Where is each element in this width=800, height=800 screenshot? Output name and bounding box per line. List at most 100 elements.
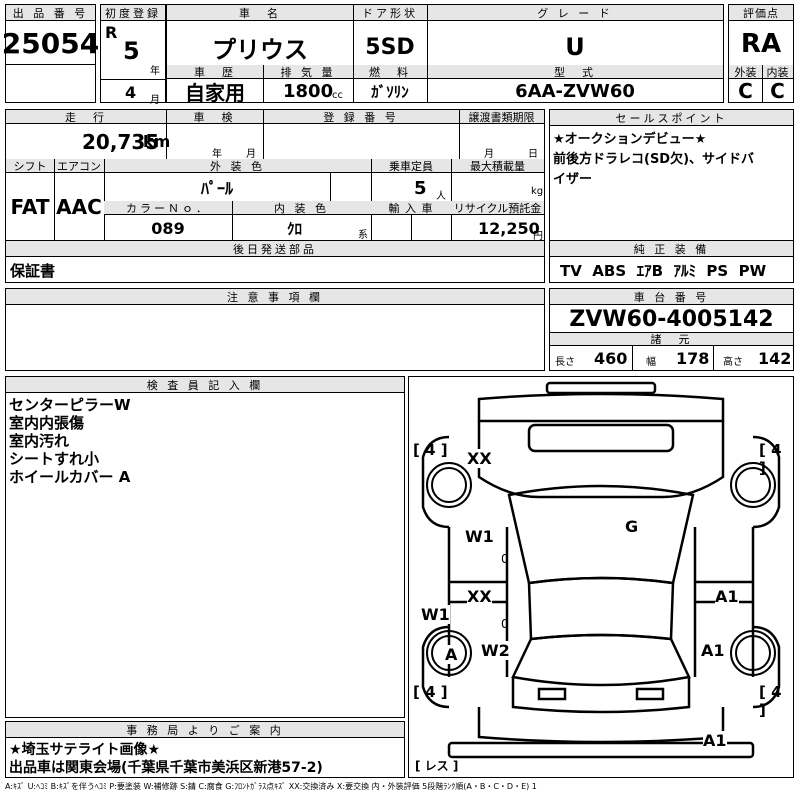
office-line: 出品車は関東会場(千葉県千葉市美浜区新港57-2) [9,760,323,776]
mark-w2: W2 [481,641,510,660]
int-label: 内装 [762,65,793,79]
ext-grade: C [738,79,753,103]
ac: AAC [56,194,102,219]
height: 142 [758,349,792,368]
equipment-box: 純 正 装 備 TV ABS ｴｱB ｱﾙﾐ PS PW [549,240,794,283]
capacity-unit: 人 [436,191,446,202]
import-label: 輸 入 車 [371,201,451,215]
inspector-box: 検 査 員 記 入 欄 センターピラーW 室内内張傷 室内汚れ シートすれ小 ホ… [5,376,405,718]
chassis-box: 車 台 番 号 ZVW60-4005142 諸 元 長さ 460 幅 178 高… [549,288,794,371]
office-box: 事 務 局 よ り ご 案 内 ★埼玉サテライト画像★ 出品車は関東会場(千葉県… [5,721,405,778]
lot-number-box: 出 品 番 号 25054 [1,4,100,103]
length-label: 長さ [555,357,575,368]
recycle: 12,250 [478,219,540,238]
sales-point-box: セールスポイント ★オークションデビュー★ 前後方ドラレコ(SD欠)、サイドバ … [549,109,794,241]
width-label: 幅 [646,357,656,368]
mark-a-wheel: A [445,645,458,664]
capacity: 5 [414,178,427,199]
ext-label: 外装 [729,65,762,79]
fuel-label: 燃 料 [353,65,427,79]
office-notes: ★埼玉サテライト画像★ 出品車は関東会場(千葉県千葉市美浜区新港57-2) [9,741,323,777]
displacement-label: 排 気 量 [263,65,353,79]
inspection-label: 車 検 [166,110,263,124]
first-reg-label: 初度登録 [101,5,165,21]
car-outline-svg [421,381,781,759]
tire-rl: [ 4 ] [413,683,448,701]
mark-a1-right: A1 [715,587,739,606]
lot-number-label: 出 品 番 号 [6,5,95,21]
office-line: ★埼玉サテライト画像★ [9,742,161,758]
chassis-number: ZVW60-4005142 [569,306,774,332]
model: 6AA-ZVW60 [515,80,635,102]
inspector-line: シートすれ小 [9,450,100,468]
notes-box: 注 意 事 項 欄 [5,288,545,371]
transfer-label: 譲渡書類期限 [459,110,544,124]
score-box: 評価点 RA 外装 内装 C C [728,4,794,103]
mark-xx-front: XX [467,449,492,468]
sales-point-line: イザー [553,172,593,187]
mark-zero-a: 0 [501,552,509,566]
displacement: 1800 [283,81,334,102]
insp-month-unit: 月 [246,149,256,160]
inspector-line: ホイールカバー A [9,468,131,486]
door-label: ドア形状 [353,5,427,21]
month-unit: 月 [150,95,160,106]
car-name: プリウス [212,35,308,64]
later-parts: 保証書 [10,261,56,280]
color-no: 089 [151,218,185,238]
recycle-unit: 円 [533,231,543,242]
tire-rr: [ 4 ] [759,683,782,719]
reg-number-label: 登 録 番 号 [263,110,459,124]
recycle-label: リサイクル預託金 [451,201,544,215]
max-load-unit: kg [531,186,544,197]
equipment: TV ABS ｴｱB ｱﾙﾐ PS PW [560,261,767,280]
fuel: ｶﾞｿﾘﾝ [371,82,409,101]
sales-point-line: ★オークションデビュー★ [553,132,707,147]
spare-tire: [ レス ] [415,759,459,773]
displacement-unit: cc [332,90,343,101]
score: RA [740,29,782,59]
shift-label: シフト [6,159,54,173]
dims-label: 諸 元 [550,332,793,346]
inspector-line: センターピラーW [9,396,131,414]
mark-w1-pillar: W1 [421,605,450,624]
shift: FAT [10,194,50,219]
sales-point-text: ★オークションデビュー★ 前後方ドラレコ(SD欠)、サイドバ イザー [553,130,793,190]
door-type: 5SD [365,34,415,60]
length: 460 [594,349,628,368]
history: 自家用 [185,80,245,105]
sales-point-line: 前後方ドラレコ(SD欠)、サイドバ [553,152,755,167]
grade: U [565,33,585,61]
later-parts-box: 後日発送部品 保証書 [5,240,545,283]
ac-label: エアコン [54,159,104,173]
chassis-label: 車 台 番 号 [550,289,793,305]
int-color-label: 内 装 色 [232,201,371,215]
equipment-label: 純 正 装 備 [550,241,793,257]
int-color-unit: 系 [358,230,368,241]
sales-point-label: セールスポイント [550,110,793,126]
mark-a1-bottom: A1 [703,731,727,750]
vehicle-info-box: 車 名 ドア形状 グ レ ー ド プリウス 5SD U 車 歴 排 気 量 燃 … [166,4,724,105]
history-label: 車 歴 [167,65,263,79]
mileage-label: 走 行 [6,110,166,124]
grade-label: グ レ ー ド [427,5,723,21]
lot-number: 25054 [1,26,100,60]
mark-zero-b: 0 [501,617,509,631]
inspector-line: 室内汚れ [9,432,70,450]
reg-month: 4 [125,83,137,102]
transfer-day: 日 [528,149,538,160]
capacity-label: 乗車定員 [371,159,451,173]
era: R [105,23,118,42]
year-unit: 年 [150,66,160,77]
office-label: 事 務 局 よ り ご 案 内 [6,722,404,738]
transfer-month: 月 [484,149,494,160]
legend: A:ｷｽﾞ U:ﾍｺﾐ B:ｷｽﾞを伴うﾍｺﾐ P:要塗装 W:補修跡 S:錆 … [5,782,537,791]
inspector-line: 室内内張傷 [9,414,85,432]
mark-w1-door: W1 [465,527,494,546]
mark-a1-rear: A1 [701,641,725,660]
height-label: 高さ [723,357,743,368]
damage-diagram: [ 4 ] [ 4 ] [ 4 ] [ 4 ] XX G W1 0 0 XX A… [408,376,794,778]
int-color: ｸﾛ [286,219,302,238]
max-load-label: 最大積載量 [451,159,544,173]
model-label: 型 式 [427,65,723,79]
